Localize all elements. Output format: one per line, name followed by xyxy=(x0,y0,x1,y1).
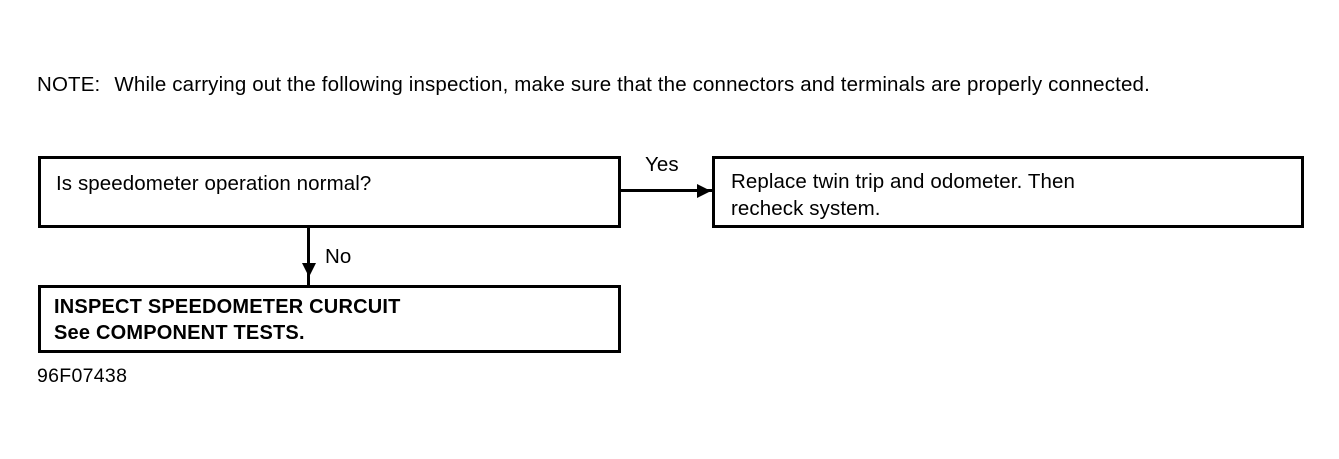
replace-odometer-box: Replace twin trip and odometer. Then rec… xyxy=(712,156,1304,228)
speedometer-question-text: Is speedometer operation normal? xyxy=(56,172,372,195)
note-label: NOTE: xyxy=(37,73,101,96)
no-edge-label: No xyxy=(325,245,352,268)
note-text: While carrying out the following inspect… xyxy=(114,73,1150,96)
no-connector-line xyxy=(307,228,310,286)
no-arrowhead-icon xyxy=(302,263,316,277)
note-paragraph: NOTE: While carrying out the following in… xyxy=(37,70,1312,99)
inspect-circuit-line1: INSPECT SPEEDOMETER CURCUIT xyxy=(54,296,401,318)
inspect-circuit-text: INSPECT SPEEDOMETER CURCUIT See COMPONENT… xyxy=(54,294,401,346)
inspect-circuit-box: INSPECT SPEEDOMETER CURCUIT See COMPONENT… xyxy=(38,285,621,353)
figure-code: 96F07438 xyxy=(37,365,128,387)
yes-arrowhead-icon xyxy=(697,184,711,198)
speedometer-question-box: Is speedometer operation normal? xyxy=(38,156,621,228)
yes-connector-line xyxy=(621,189,713,192)
yes-edge-label: Yes xyxy=(645,153,679,176)
replace-odometer-text: Replace twin trip and odometer. Then rec… xyxy=(731,170,1075,220)
inspect-circuit-line2: See COMPONENT TESTS. xyxy=(54,322,305,344)
